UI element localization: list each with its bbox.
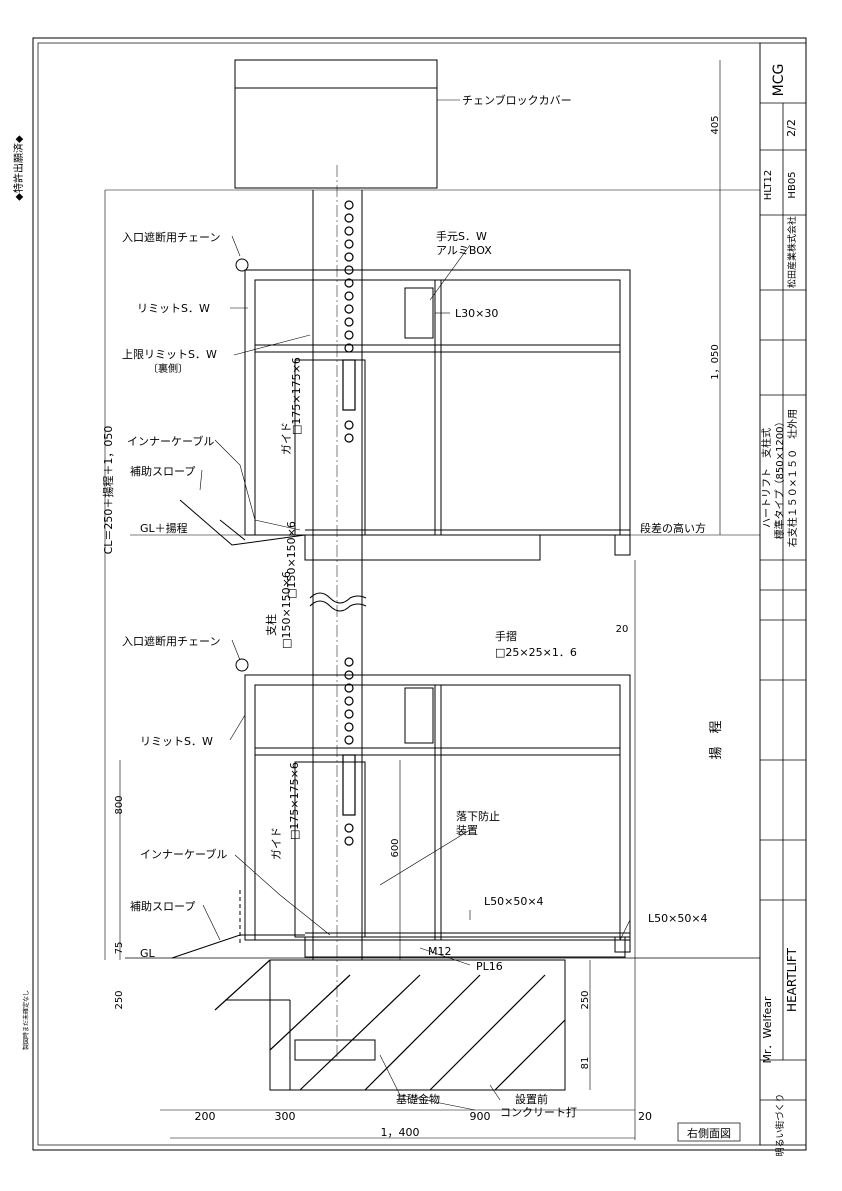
higher-side-label: 段差の高い方: [640, 521, 706, 535]
handrail-label: 手摺: [495, 629, 517, 643]
foundation: [225, 959, 566, 1091]
lower-cage: [244, 674, 631, 941]
mr-welfear: Mr．Welfear: [761, 996, 774, 1063]
dim-900: 900: [470, 1110, 491, 1123]
chain-hook-lower: [235, 658, 249, 672]
concrete-hatch: [214, 959, 566, 1091]
leader-lines: [199, 235, 631, 1111]
pl16-label: PL16: [476, 960, 503, 973]
dim-200: 200: [195, 1110, 216, 1123]
dim-75: 75: [114, 942, 125, 955]
slope-lower: [171, 890, 305, 959]
upper-limit-switch-label: 上限リミットS．W: [122, 348, 217, 361]
concrete-label-1: 設置前: [515, 1092, 548, 1106]
aux-slope-upper-label: 補助スロープ: [130, 464, 195, 478]
gl-label: GL: [140, 947, 156, 960]
dim-20a: 20: [616, 624, 629, 635]
l30-label: L30×30: [455, 307, 498, 320]
column-size-label: □150×150×6: [285, 521, 298, 599]
view-name: 右側面図: [687, 1126, 731, 1140]
product-column: 右支柱１５０×１５０ 壮外用: [786, 409, 799, 547]
view-name-box: [677, 1122, 741, 1142]
guide-upper-label: ガイド: [280, 422, 293, 455]
handrail-size-label: □25×25×1．6: [495, 646, 577, 659]
product-type: 標準タイプ（850×1200）: [773, 417, 786, 540]
main-column: [312, 165, 363, 1060]
product-name: ハートリフト 支柱式: [760, 428, 773, 528]
m12-label: M12: [428, 945, 452, 958]
entry-chain-lower-label: 入口遮断用チェーン: [122, 634, 220, 648]
slogan: 明るい街づくり: [774, 1093, 786, 1156]
dimension-lines: [104, 60, 760, 1140]
dim-800: 800: [114, 795, 125, 814]
brand-name: HEARTLIFT: [785, 947, 799, 1012]
guide-lower-size-label: □175×175×6: [288, 762, 301, 840]
concrete-label-2: コンクリート打: [500, 1105, 577, 1119]
l50-a-label: L50×50×4: [484, 895, 544, 908]
gl-stroke-label: GL＋揚程: [140, 522, 188, 535]
break-line: [309, 600, 367, 612]
support-column-size-label: □150×150×6: [280, 571, 293, 649]
inner-border: [37, 42, 761, 1146]
guide-lower-label: ガイド: [270, 827, 283, 860]
inner-cable-upper-label: インナーケーブル: [127, 434, 214, 448]
limit-switch-lower-label: リミットS．W: [140, 735, 213, 748]
company-name: 松田産業株式会社: [786, 216, 798, 288]
slope-upper: [179, 499, 306, 546]
patent-note: ◆特許出願済◆: [12, 135, 25, 201]
foundation-metal-label: 基礎金物: [396, 1092, 440, 1106]
inner-cable-lower-label: インナーケーブル: [140, 847, 227, 861]
logo: MCG: [771, 64, 787, 97]
fall-prevention-label-1: 落下防止: [456, 809, 500, 823]
chain-lower: [342, 657, 356, 846]
sheet-number: 2/2: [785, 119, 798, 137]
support-column-label: 支柱: [264, 614, 278, 636]
dim-600: 600: [390, 838, 401, 857]
upper-limit-back-label: 〔裏側〕: [148, 362, 188, 375]
dim-1400: 1，400: [381, 1126, 420, 1139]
chain-block-cover: [234, 59, 438, 189]
outer-border: [32, 37, 807, 1151]
entry-chain-upper-label: 入口遮断用チェーン: [122, 230, 220, 244]
limit-switch-upper-label: リミットS．W: [137, 302, 210, 315]
aluminium-box-label: アルミBOX: [436, 244, 492, 257]
lower-platform: [304, 932, 631, 958]
dim-405: 405: [710, 115, 721, 134]
guide-upper-size-label: □175×175×6: [290, 357, 303, 435]
dim-20b: 20: [638, 1110, 652, 1123]
left-note: 製図時まだ未確定なし: [22, 990, 30, 1050]
dim-1050: 1，050: [710, 344, 721, 379]
chain-hook-upper: [235, 258, 249, 272]
dim-250-right: 250: [580, 990, 591, 1009]
aux-slope-lower-label: 補助スロープ: [130, 899, 195, 913]
cl-dimension-label: CL＝250＋揚程＋1，050: [102, 426, 115, 555]
dim-81: 81: [580, 1057, 591, 1070]
l50-b-label: L50×50×4: [648, 912, 708, 925]
drawing-code-1: HLT12: [763, 170, 774, 201]
break-line: [309, 592, 367, 604]
stroke-vertical-label: 揚 程: [708, 720, 724, 759]
fall-prevention-label-2: 装置: [456, 824, 478, 837]
drawing-code-2: HB05: [787, 171, 798, 198]
dim-300: 300: [275, 1110, 296, 1123]
chain-upper: [342, 200, 356, 443]
hand-switch-label: 手元S．W: [436, 229, 487, 243]
dim-250-left: 250: [114, 990, 125, 1009]
title-block: [759, 42, 807, 1146]
chain-cover-label: チェンブロックカバー: [462, 93, 572, 107]
